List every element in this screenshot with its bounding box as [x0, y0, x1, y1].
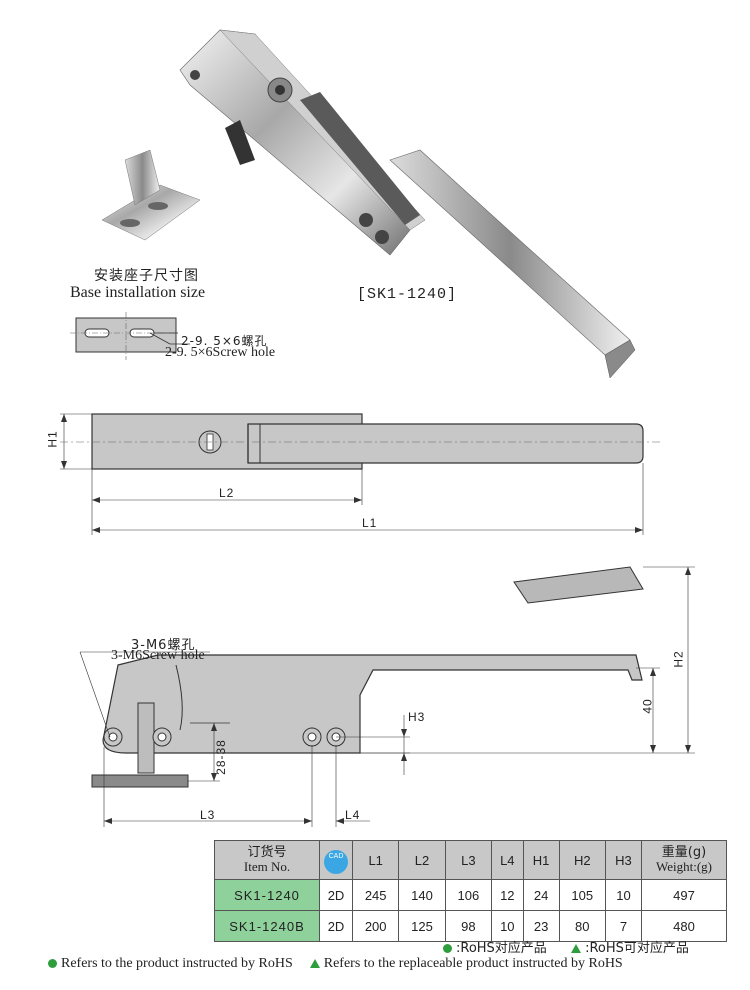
hole-leader-line: [150, 332, 190, 345]
table-header-row: 订货号 Item No. CAD L1 L2 L3 L4 H1 H2 H3 重量…: [214, 840, 727, 880]
value-cell: 200: [351, 910, 400, 942]
header-h2: H2: [558, 840, 606, 880]
value-cell: 140: [398, 879, 446, 911]
value-cell: 7: [604, 910, 643, 942]
model-label: [SK1-1240]: [357, 286, 458, 303]
screw-spec-cn: 3-M6螺孔: [131, 638, 196, 653]
handle-photo: [389, 149, 636, 379]
value-cell: 80: [558, 910, 606, 942]
value-cell: 106: [444, 879, 493, 911]
item-no-cell: SK1-1240: [214, 879, 320, 911]
value-cell: 10: [491, 910, 524, 942]
value-cell: 98: [444, 910, 493, 942]
product-photo: [101, 29, 636, 379]
header-item-no: 订货号 Item No.: [214, 840, 320, 880]
base-title-cn: 安装座子尺寸图: [94, 268, 199, 284]
cad-cell: 2D: [319, 879, 353, 911]
dim-28-38: 28-38: [213, 739, 228, 775]
legend-rohs-replace-cn: :RoHS可对应产品: [585, 941, 689, 956]
value-cell: 125: [398, 910, 446, 942]
dim-h2: H2: [671, 650, 686, 668]
screw-spec-en: 3-M6Screw hole: [111, 648, 205, 663]
rohs-triangle-icon: [571, 944, 582, 953]
header-h3: H3: [604, 840, 643, 880]
value-cell: 10: [604, 879, 643, 911]
dim-h1: H1: [45, 430, 60, 448]
value-cell: 245: [351, 879, 400, 911]
base-bracket-photo: [101, 149, 201, 241]
legend-cn: :RoHS对应产品 :RoHS可对应产品: [443, 937, 689, 956]
dim-l4: L4: [345, 808, 361, 822]
header-item-cn: 订货号: [247, 845, 287, 860]
rohs-dot-icon: [48, 959, 57, 969]
dim-40: 40: [640, 698, 655, 714]
table-row: SK1-1240 2D 245 140 106 12 24 105 10 497: [214, 879, 727, 911]
legend-en: Refers to the product instructed by RoHS…: [48, 956, 623, 972]
cad-icon: CAD: [324, 850, 348, 874]
header-weight: 重量(g) Weight:(g): [641, 840, 727, 880]
base-title-en: Base installation size: [70, 284, 206, 301]
dim-h3: H3: [408, 710, 426, 724]
value-cell: 105: [558, 879, 606, 911]
cad-cell: 2D: [319, 910, 353, 942]
dim-l3: L3: [200, 808, 216, 822]
weight-cell: 480: [641, 910, 727, 942]
header-item-en: Item No.: [243, 859, 291, 874]
header-l4: L4: [491, 840, 524, 880]
legend-rohs-en: Refers to the product instructed by RoHS: [61, 956, 293, 971]
header-h1: H1: [522, 840, 560, 880]
dim-l1: L1: [362, 516, 378, 530]
rohs-dot-icon: [443, 944, 452, 953]
dim-l2: L2: [219, 486, 235, 500]
top-view-drawing: [60, 413, 660, 535]
legend-rohs-cn: :RoHS对应产品: [456, 941, 547, 956]
header-weight-en: Weight:(g): [656, 859, 712, 874]
hole-spec-cn: 2-9. 5×6螺孔: [181, 334, 268, 348]
header-l2: L2: [398, 840, 446, 880]
latch-body-photo: [179, 29, 426, 256]
item-no-cell: SK1-1240B: [214, 910, 320, 942]
value-cell: 24: [522, 879, 560, 911]
weight-cell: 497: [641, 879, 727, 911]
spec-table: 订货号 Item No. CAD L1 L2 L3 L4 H1 H2 H3 重量…: [214, 840, 727, 942]
legend-rohs-replace-en: Refers to the replaceable product instru…: [323, 956, 623, 971]
header-weight-cn: 重量(g): [661, 845, 707, 860]
hole-spec-en: 2-9. 5×6Screw hole: [165, 345, 276, 360]
table-row: SK1-1240B 2D 200 125 98 10 23 80 7 480: [214, 910, 727, 942]
header-cad: CAD: [319, 840, 353, 880]
header-l3: L3: [444, 840, 493, 880]
rohs-triangle-icon: [309, 959, 320, 969]
side-view-drawing: [79, 566, 695, 827]
header-l1: L1: [351, 840, 400, 880]
base-plate-drawing: [70, 312, 180, 360]
value-cell: 12: [491, 879, 524, 911]
value-cell: 23: [522, 910, 560, 942]
